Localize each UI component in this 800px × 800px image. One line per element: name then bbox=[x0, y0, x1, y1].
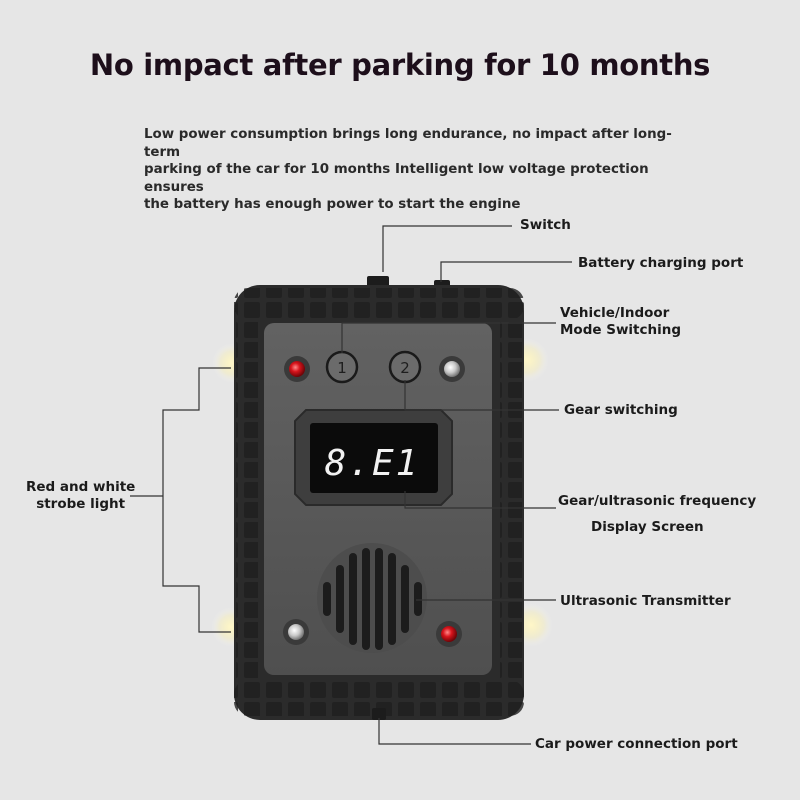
mode-button-1[interactable]: 1 bbox=[325, 350, 359, 384]
callout-mode-switch: Vehicle/Indoor Mode Switching bbox=[560, 305, 681, 339]
callout-line: Display Screen bbox=[591, 519, 704, 535]
mode-button-1-label: 1 bbox=[337, 359, 347, 377]
callout-display: Gear/ultrasonic frequency Display Screen bbox=[558, 493, 756, 536]
callout-line: Vehicle/Indoor bbox=[560, 305, 670, 321]
description-line: the battery has enough power to start th… bbox=[144, 197, 521, 212]
callout-line: Mode Switching bbox=[560, 322, 682, 338]
callout-line: Red and white bbox=[26, 479, 136, 495]
gear-button-2[interactable]: 2 bbox=[388, 350, 422, 384]
description: Low power consumption brings long endura… bbox=[144, 126, 684, 214]
leader-lines bbox=[130, 225, 572, 745]
callout-gear-switch: Gear switching bbox=[564, 402, 678, 418]
callout-battery-port: Battery charging port bbox=[578, 255, 744, 271]
callout-ultrasonic: Ultrasonic Transmitter bbox=[560, 593, 731, 609]
callout-car-port: Car power connection port bbox=[535, 736, 738, 752]
display-readout: 8.E1 bbox=[325, 443, 420, 484]
shell-ribs bbox=[236, 320, 258, 680]
strobe-led-red bbox=[289, 361, 305, 377]
strobe-led-red bbox=[441, 626, 457, 642]
callout-strobe: Red and white strobe light bbox=[26, 479, 135, 513]
description-line: Low power consumption brings long endura… bbox=[144, 127, 672, 160]
ultrasonic-speaker bbox=[317, 543, 427, 653]
display-screen bbox=[310, 423, 438, 493]
shell-ribs bbox=[500, 320, 522, 680]
strobe-led-white bbox=[444, 361, 460, 377]
car-power-port bbox=[372, 708, 386, 720]
shell-ribs bbox=[234, 288, 524, 320]
callout-line: strobe light bbox=[36, 496, 126, 512]
callout-switch: Switch bbox=[520, 217, 571, 233]
strobe-led-white bbox=[288, 624, 304, 640]
shell-ribs bbox=[234, 680, 524, 716]
page-title: No impact after parking for 10 months bbox=[89, 48, 711, 82]
description-line: parking of the car for 10 months Intelli… bbox=[144, 162, 649, 195]
callout-line: Gear/ultrasonic frequency bbox=[558, 493, 757, 509]
gear-button-2-label: 2 bbox=[400, 359, 410, 377]
